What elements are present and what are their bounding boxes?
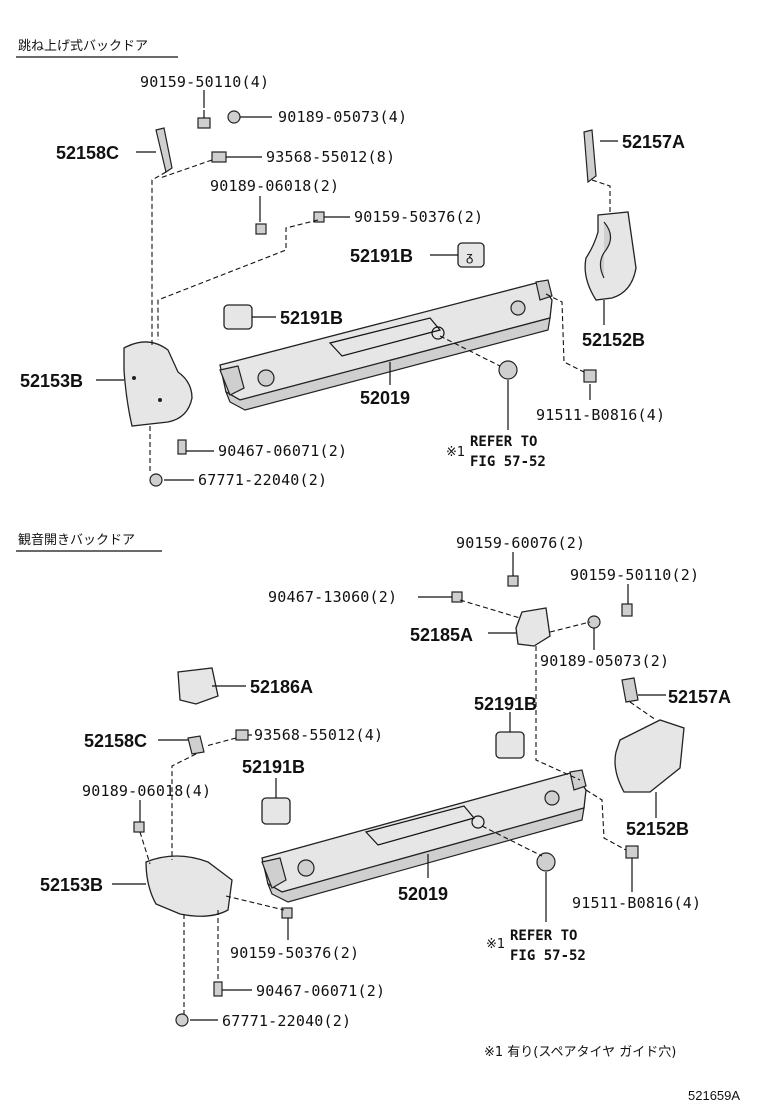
bracket-52157A-bottom [621,677,639,703]
bracket-52185A [515,607,551,647]
label-90159-50110: 90159-50110(2) [570,566,699,584]
ref-mark: ※1 [446,445,465,460]
figure-code: 521659A [688,1088,740,1103]
pad-52191B-bottom-b [261,797,291,825]
bolt-icon [625,845,639,859]
bracket-52152B-top [584,211,637,301]
clip-icon [235,729,249,741]
label-52152B: 52152B [626,819,689,839]
dashed-guide [205,737,237,747]
section-header-bottom: 観音開きバックドア [18,532,135,548]
ref-line-2: FIG 57-52 [510,948,586,964]
label-93568-55012: 93568-55012(8) [266,148,395,166]
dashed-guide [225,895,285,911]
bracket-52157A-top [583,129,597,184]
bolt-icon [583,369,597,383]
nut-icon [227,110,241,124]
dashed-guide [585,789,627,851]
clip-icon [175,1013,189,1027]
pad-52191B-bottom-a [495,731,525,759]
dashed-guide [171,753,197,860]
section-header-top: 跳ね上げ式バックドア [18,39,148,54]
bracket-edge [599,221,612,279]
label-52186A: 52186A [250,677,313,697]
clip-icon [211,151,227,163]
label-91511-B0816: 91511-B0816(4) [536,406,665,424]
dashed-guide [545,293,585,373]
label-90189-05073: 90189-05073(4) [278,108,407,126]
label-52153B: 52153B [20,371,83,391]
label-52019: 52019 [398,884,448,904]
hole-dot [132,376,136,380]
bracket-52152B-bottom [614,719,685,793]
bolt-icon [197,110,211,129]
bolt-icon [281,907,293,919]
label-52191B-b: 52191B [280,308,343,328]
dashed-guide [535,646,581,781]
pad-52191B-top-b [223,304,253,330]
dashed-guide [139,831,151,865]
pad-mark: ᵹ [466,249,473,264]
dashed-guide [159,159,213,179]
screw-icon [177,439,187,455]
label-90159-60076: 90159-60076(2) [456,534,585,552]
label-52152B: 52152B [582,330,645,350]
screw-icon [213,981,223,997]
label-91511-B0816: 91511-B0816(4) [572,894,701,912]
bumper-52019-top [219,279,553,411]
label-52019: 52019 [360,388,410,408]
label-93568-55012: 93568-55012(4) [254,726,383,744]
label-90189-05073: 90189-05073(2) [540,652,669,670]
ref-line-2: FIG 57-52 [470,454,546,470]
label-52157A: 52157A [622,132,685,152]
bracket-52158C-top [155,127,173,173]
label-90159-50376: 90159-50376(2) [230,944,359,962]
bolt-icon [621,603,633,617]
label-67771-22040: 67771-22040(2) [222,1012,351,1030]
nut-icon [133,821,145,833]
dashed-guide [439,335,501,367]
grommet-icon [536,852,556,872]
label-52153B: 52153B [40,875,103,895]
label-52158C: 52158C [84,731,147,751]
label-52191B-a: 52191B [474,694,537,714]
nut-icon [255,223,267,235]
label-90467-06071: 90467-06071(2) [218,442,347,460]
dashed-guide [591,179,611,212]
label-90467-13060: 90467-13060(2) [268,588,397,606]
ref-line-1: REFER TO [510,928,577,944]
bolt-icon [507,575,519,587]
label-52191B-b: 52191B [242,757,305,777]
label-52185A: 52185A [410,625,473,645]
dashed-guide [549,621,591,633]
label-90159-50110: 90159-50110(4) [140,73,269,91]
dashed-guide [459,599,521,619]
dashed-guide [629,701,657,721]
grommet-icon [498,360,518,380]
dashed-guide [151,171,167,345]
label-90159-50376: 90159-50376(2) [354,208,483,226]
hole-dot [158,398,162,402]
label-67771-22040: 67771-22040(2) [198,471,327,489]
label-90467-06071: 90467-06071(2) [256,982,385,1000]
label-52191B-a: 52191B [350,246,413,266]
label-52157A: 52157A [668,687,731,707]
label-52158C: 52158C [56,143,119,163]
footnote: ※1 有り(スペアタイヤ ガイド穴) [484,1045,676,1060]
clip-icon [149,473,163,487]
bracket-52186A [177,667,219,705]
dashed-guide [481,825,543,857]
bracket-52158C-bottom [187,735,205,755]
ref-line-1: REFER TO [470,434,537,450]
label-90189-06018: 90189-06018(2) [210,177,339,195]
bracket-52153B-bottom [145,855,233,917]
bumper-52019-bottom [261,769,587,903]
label-90189-06018: 90189-06018(4) [82,782,211,800]
bracket-52153B-top [123,341,193,427]
ref-mark: ※1 [486,937,505,952]
